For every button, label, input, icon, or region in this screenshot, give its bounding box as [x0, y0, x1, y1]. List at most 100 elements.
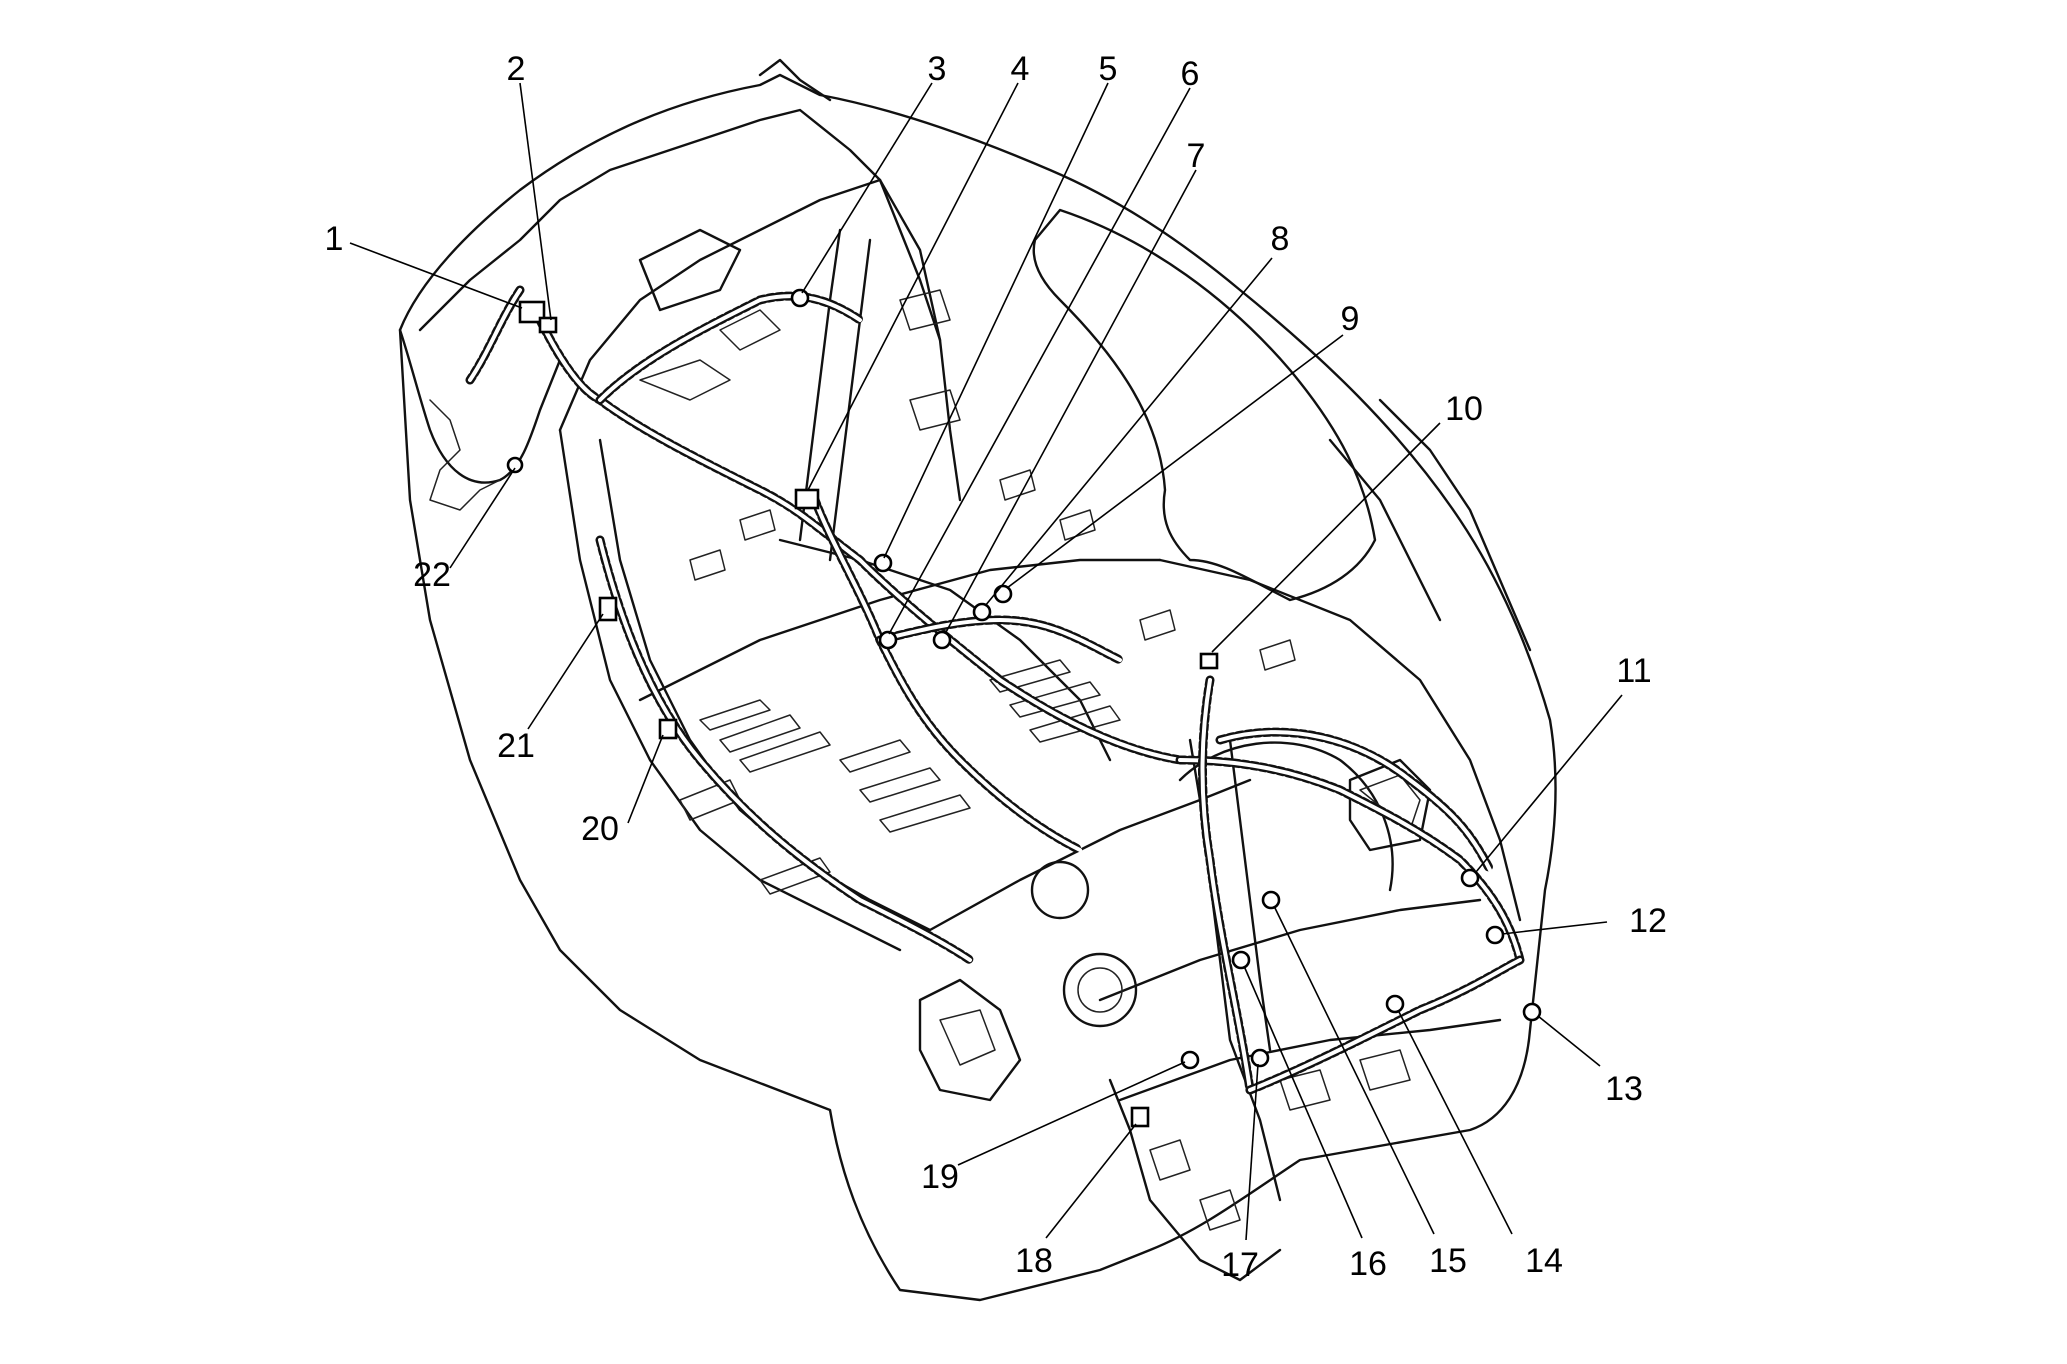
grommet-13 [1522, 1002, 1542, 1022]
leader-14 [1397, 1009, 1513, 1235]
grommet-19 [1180, 1050, 1200, 1070]
top-bracket [758, 58, 832, 102]
left-b-pillar [798, 228, 842, 542]
leader-2 [519, 82, 552, 321]
left-b-pillar-inner [828, 238, 872, 562]
callout-12: 12 [1629, 902, 1667, 940]
leader-9 [1006, 334, 1344, 589]
grommet-16 [1231, 950, 1251, 970]
grommet-11 [1460, 868, 1480, 888]
left-sill [558, 428, 902, 952]
connector-1 [518, 300, 546, 324]
callout-2: 2 [507, 50, 526, 88]
leader-22 [449, 467, 516, 569]
grommet-15 [1261, 890, 1281, 910]
grommet-22 [506, 456, 524, 474]
leader-7 [944, 169, 1197, 635]
rear-panel-detail [1279, 1049, 1411, 1111]
callout-20: 20 [581, 810, 619, 848]
harness-rear-lower [1245, 955, 1525, 1095]
harness-main-left [535, 315, 1185, 765]
floor-ribs [679, 659, 1121, 895]
callout-15: 15 [1429, 1242, 1467, 1280]
harness-left-sill [595, 535, 975, 965]
grommet-9 [993, 584, 1013, 604]
callout-22: 22 [413, 556, 451, 594]
leader-16 [1243, 965, 1363, 1239]
rear-center-pillar-inner [1228, 738, 1272, 1052]
callout-6: 6 [1181, 55, 1200, 93]
vehicle-underbody-drawing [398, 58, 1557, 1302]
front-pillar [558, 178, 882, 432]
bumper-detail [429, 399, 501, 511]
leader-5 [883, 82, 1109, 559]
spare-well [1062, 952, 1138, 1028]
front-lower-bumper [918, 978, 1022, 1102]
grommets [506, 288, 1542, 1128]
grommet-14 [1385, 994, 1405, 1014]
leader-3 [801, 82, 933, 294]
grommet-3 [790, 288, 810, 308]
rear-module [1348, 758, 1432, 852]
front-bumper [398, 328, 562, 484]
body-outer-outline [398, 73, 1557, 1302]
connector-21 [598, 596, 618, 622]
access-hole [1030, 860, 1090, 920]
floor-pan-rear [928, 778, 1252, 932]
leader-12 [1501, 921, 1608, 935]
front-door-hinge [899, 289, 961, 431]
rear-floor [1098, 898, 1482, 1002]
connector-20 [658, 718, 678, 740]
callout-16: 16 [1349, 1245, 1387, 1283]
front-module [638, 228, 742, 312]
leader-18 [1045, 1123, 1137, 1239]
leader-4 [807, 82, 1019, 491]
door-opening-outline [1032, 208, 1377, 602]
grommet-5 [873, 553, 893, 573]
grommet-8 [972, 602, 992, 622]
leader-11 [1475, 694, 1623, 873]
grommet-6 [878, 630, 898, 650]
callout-14: 14 [1525, 1242, 1563, 1280]
leader-6 [888, 87, 1191, 635]
rear-quarter [1158, 558, 1522, 922]
callout-7: 7 [1187, 137, 1206, 175]
connector-18 [1130, 1106, 1150, 1128]
callout-4: 4 [1011, 50, 1030, 88]
callout-17: 17 [1221, 1246, 1259, 1284]
grommet-17 [1250, 1048, 1270, 1068]
callout-11: 11 [1616, 652, 1651, 690]
front-frame [418, 108, 942, 342]
wiring-harness [465, 285, 1525, 1095]
callout-1: 1 [325, 220, 344, 258]
leader-lines [349, 82, 1623, 1241]
harness-dash [595, 291, 865, 405]
callout-8: 8 [1271, 220, 1290, 258]
leader-21 [527, 613, 604, 730]
leader-8 [984, 257, 1273, 607]
leader-17 [1245, 1063, 1259, 1241]
callout-18: 18 [1015, 1242, 1053, 1280]
leader-15 [1273, 905, 1435, 1235]
callout-19: 19 [921, 1158, 959, 1196]
rear-wheelhouse [1178, 741, 1394, 892]
connector-2 [538, 316, 558, 334]
callout-21: 21 [497, 727, 535, 765]
lower-rear-bracket [1108, 1078, 1282, 1282]
connector-10 [1199, 652, 1219, 670]
leader-13 [1537, 1015, 1601, 1067]
callout-3: 3 [928, 50, 947, 88]
right-rocker [1378, 398, 1532, 652]
lower-rear-detail [1149, 1139, 1241, 1231]
misc-details [689, 469, 1296, 671]
leader-10 [1211, 422, 1441, 653]
callout-13: 13 [1605, 1070, 1643, 1108]
leader-20 [627, 734, 664, 824]
grommet-12 [1485, 925, 1505, 945]
callout-9: 9 [1341, 300, 1360, 338]
connector-4 [794, 488, 820, 510]
callout-5: 5 [1099, 50, 1118, 88]
center-tunnel [778, 538, 1112, 762]
harness-rear-right [1175, 755, 1525, 965]
